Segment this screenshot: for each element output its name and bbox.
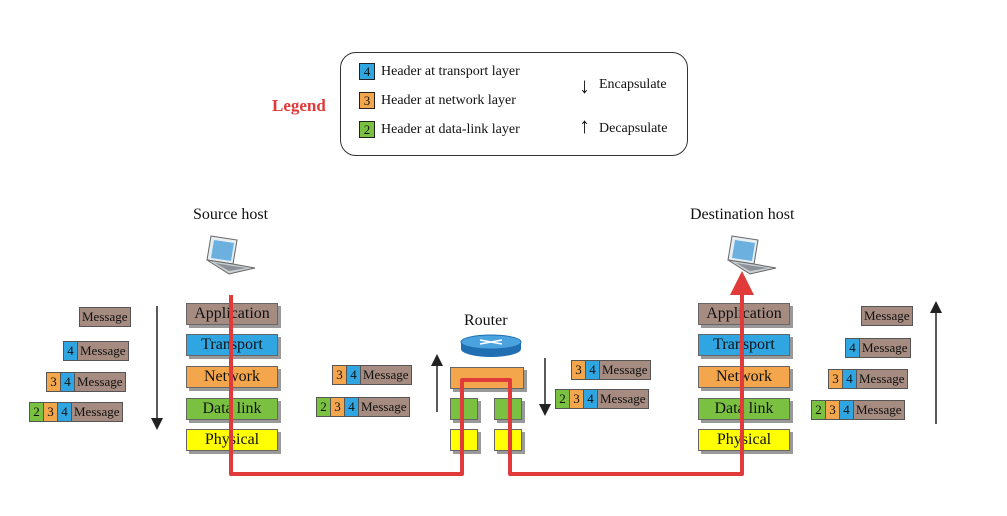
source-packet-transport: 4 Message <box>63 341 129 361</box>
message-block: Message <box>597 389 649 409</box>
source-packet-network: 3 4 Message <box>46 372 126 392</box>
transport-header-chip: 4 <box>359 63 375 80</box>
message-block: Message <box>861 306 913 326</box>
message-block: Message <box>79 307 131 327</box>
message-block: Message <box>599 360 651 380</box>
legend-item-datalink: 2 Header at data-link layer <box>359 121 520 138</box>
network-header: 3 <box>332 365 347 385</box>
destination-packet-application: Message <box>861 306 913 326</box>
legend-item-label: Header at transport layer <box>381 63 520 79</box>
source-packet-datalink: 2 3 4 Message <box>29 402 123 422</box>
source-host-title: Source host <box>193 206 269 223</box>
message-block: Message <box>859 338 911 358</box>
transport-header: 4 <box>63 341 78 361</box>
legend-item-label: Header at network layer <box>381 92 516 108</box>
message-block: Message <box>77 341 129 361</box>
down-arrow-icon: ↓ <box>579 73 590 98</box>
router-in-packet-network: 3 4 Message <box>332 365 412 385</box>
laptop-icon <box>727 235 777 275</box>
router-title: Router <box>464 312 508 329</box>
encapsulate-label: Encapsulate <box>599 77 667 92</box>
data-path <box>229 271 754 476</box>
source-packet-application: Message <box>79 307 131 327</box>
legend-item-label: Header at data-link layer <box>381 121 520 137</box>
legend-item-network: 3 Header at network layer <box>359 92 516 109</box>
message-block: Message <box>856 369 908 389</box>
message-block: Message <box>71 402 123 422</box>
router-icon <box>460 334 522 357</box>
router-out-packet-datalink: 2 3 4 Message <box>555 389 649 409</box>
network-header-chip: 3 <box>359 92 375 109</box>
legend-item-transport: 4 Header at transport layer <box>359 63 520 80</box>
datalink-header-chip: 2 <box>359 121 375 138</box>
router-out-packet-network: 3 4 Message <box>571 360 651 380</box>
legend-box: 4 Header at transport layer 3 Header at … <box>340 52 688 156</box>
legend-title: Legend <box>272 96 326 115</box>
laptop-icon <box>206 235 256 275</box>
destination-packet-transport: 4 Message <box>845 338 911 358</box>
destination-packet-network: 3 4 Message <box>828 369 908 389</box>
message-block: Message <box>74 372 126 392</box>
router-in-packet-datalink: 2 3 4 Message <box>316 397 410 417</box>
decapsulate-label: Decapsulate <box>599 121 668 136</box>
message-block: Message <box>358 397 410 417</box>
message-block: Message <box>360 365 412 385</box>
message-block: Message <box>853 400 905 420</box>
up-arrow-icon: ↑ <box>579 113 590 138</box>
destination-packet-datalink: 2 3 4 Message <box>811 400 905 420</box>
destination-host-title: Destination host <box>690 206 795 223</box>
